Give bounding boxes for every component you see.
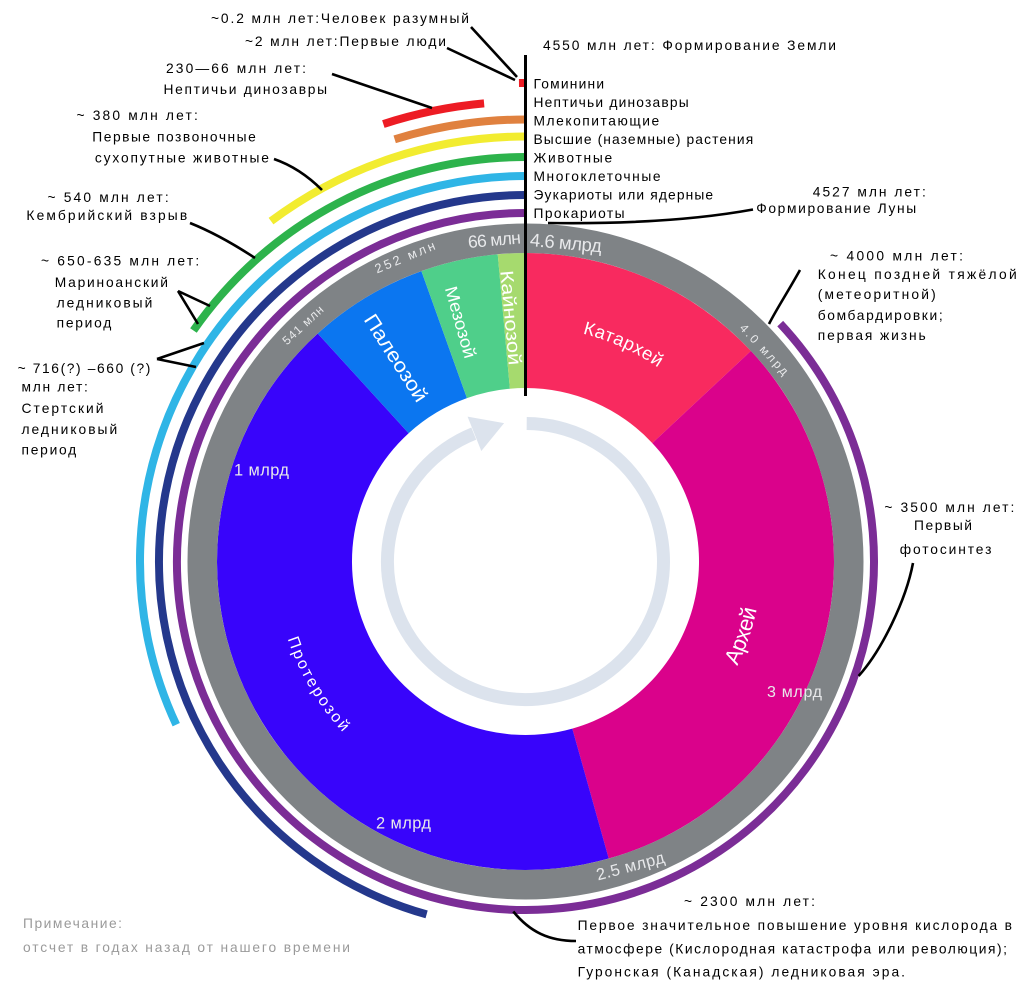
- svg-text:3 млрд: 3 млрд: [767, 684, 823, 701]
- svg-text:первая жизнь: первая жизнь: [818, 328, 926, 343]
- svg-text:~ 3500 млн лет:: ~ 3500 млн лет:: [884, 500, 1014, 515]
- svg-text:~ 380 млн лет:: ~ 380 млн лет:: [77, 108, 198, 123]
- svg-text:Нептичьи динозавры: Нептичьи динозавры: [164, 82, 328, 97]
- svg-text:период: период: [22, 443, 77, 458]
- svg-text:млн лет:: млн лет:: [22, 380, 88, 395]
- svg-text:Млекопитающие: Млекопитающие: [534, 114, 660, 129]
- svg-text:атмосфере (Кислородная катастр: атмосфере (Кислородная катастрофа или ре…: [578, 942, 1007, 957]
- svg-text:~ 2300 млн лет:: ~ 2300 млн лет:: [684, 894, 815, 909]
- svg-text:Высшие (наземные) растения: Высшие (наземные) растения: [534, 132, 754, 147]
- svg-text:66 млн: 66 млн: [467, 227, 522, 252]
- svg-text:Нептичьи динозавры: Нептичьи динозавры: [534, 95, 689, 110]
- svg-text:Формирование Луны: Формирование Луны: [756, 201, 916, 216]
- svg-text:~2 млн лет:Первые люди: ~2 млн лет:Первые люди: [245, 34, 446, 49]
- svg-text:Эукариоты или ядерные: Эукариоты или ядерные: [534, 188, 714, 203]
- svg-text:Примечание:: Примечание:: [23, 916, 122, 931]
- svg-text:4527 млн лет:: 4527 млн лет:: [813, 185, 926, 200]
- svg-text:Первое значительное повышение: Первое значительное повышение уровня кис…: [578, 918, 1012, 933]
- svg-text:фотосинтез: фотосинтез: [900, 542, 992, 557]
- svg-text:4550 млн лет: Формирование Зем: 4550 млн лет: Формирование Земли: [543, 38, 836, 53]
- svg-text:Первые позвоночные: Первые позвоночные: [92, 130, 256, 145]
- svg-text:~ 4000 млн лет:: ~ 4000 млн лет:: [830, 249, 963, 264]
- svg-text:2 млрд: 2 млрд: [376, 815, 431, 833]
- svg-text:1 млрд: 1 млрд: [234, 462, 289, 480]
- svg-text:Стертский: Стертский: [22, 401, 104, 416]
- svg-text:Животные: Животные: [534, 151, 613, 166]
- svg-text:Конец поздней тяжёлой: Конец поздней тяжёлой: [818, 267, 1017, 282]
- svg-text:Мариноанский: Мариноанский: [55, 275, 168, 290]
- svg-text:бомбардировки;: бомбардировки;: [818, 308, 943, 323]
- svg-text:~ 716(?) –660 (?): ~ 716(?) –660 (?): [18, 361, 151, 376]
- svg-text:(метеоритной): (метеоритной): [818, 287, 936, 302]
- svg-text:отсчет в годах назад от нашего: отсчет в годах назад от нашего времени: [23, 940, 350, 955]
- svg-text:230—66 млн лет:: 230—66 млн лет:: [166, 61, 306, 76]
- svg-text:сухопутные животные: сухопутные животные: [95, 151, 269, 166]
- svg-text:период: период: [57, 316, 112, 331]
- svg-text:~ 540 млн лет:: ~ 540 млн лет:: [48, 190, 169, 205]
- svg-text:Многоклеточные: Многоклеточные: [534, 169, 661, 184]
- svg-text:ледниковый: ледниковый: [22, 422, 118, 437]
- svg-text:Прокариоты: Прокариоты: [534, 206, 625, 221]
- svg-text:Гоминини: Гоминини: [534, 77, 605, 92]
- svg-text:Первый: Первый: [914, 518, 972, 533]
- svg-text:Кембрийский взрыв: Кембрийский взрыв: [26, 208, 187, 223]
- svg-text:ледниковый: ледниковый: [57, 296, 153, 311]
